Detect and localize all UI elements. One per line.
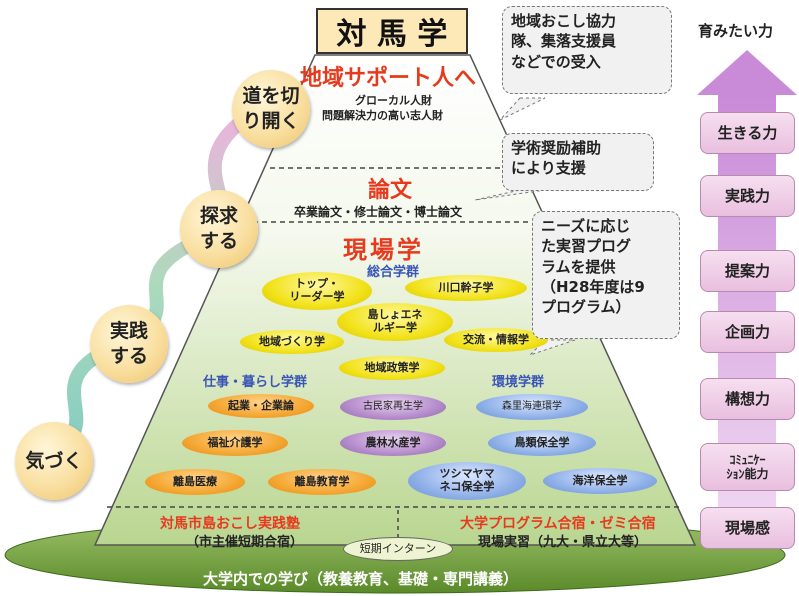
oval-tsushima-yamaneko: ツシマヤマ ネコ保全学 [408,462,526,500]
ability-arrow-head [697,50,797,95]
genba-label: 現場学 [343,236,424,264]
callout-support: 地域おこし協力 隊、集落支援員 などでの受入 [502,6,672,94]
ability-jissen: 実践力 [700,175,795,217]
oval-island-energy: 島しょエネ ルギー学 [337,303,453,341]
ronbun-sub: 卒業論文・修士論文・博士論文 [294,205,463,219]
title-box: 対 馬 学 [316,8,468,54]
ability-communication: ｺﾐｭﾆｹｰ ｼｮﾝ能力 [700,443,795,491]
oval-chiiki-seisaku: 地域政策学 [339,356,445,380]
intern-oval: 短期インターン [343,537,453,561]
base-left2: （市主催短期合宿） [186,535,304,550]
ronbun-label: 論文 [368,178,413,203]
oval-chiiki-zukuri: 地域づくり学 [240,330,344,354]
oval-top-leader: トップ・ リーダー学 [262,272,372,310]
ability-kikaku: 企画力 [700,311,795,353]
base-bottom: 大学内での学び（教養教育、基礎・専門講義） [203,570,519,588]
oval-koryu-joho: 交流・情報学 [444,328,548,352]
oval-kawaguchi: 川口幹子学 [405,275,527,301]
step-kizuku: 気づく [15,422,93,500]
oval-ritou-iryou: 離島医療 [145,469,245,495]
oval-morisato: 森里海連環学 [476,394,588,420]
oval-kaiyou: 海洋保全学 [543,468,657,494]
ability-teian: 提案力 [700,250,795,292]
ability-koso: 構想力 [700,378,795,420]
ability-ikiru: 生きる力 [700,112,795,154]
oval-kominka: 古民家再生学 [340,394,446,420]
oval-chorui: 鳥類保全学 [488,430,596,456]
group-shigoto: 仕事・暮らし学群 [203,375,308,390]
group-kankyo: 環境学群 [492,375,545,390]
oval-fukushi: 福祉介護学 [182,430,288,456]
growth-ribbon [48,108,257,457]
top-label: 地域サポート人へ [300,66,477,91]
abilities-title: 育みたい力 [698,22,774,40]
callout-pointer-1 [499,97,546,121]
top-sub2: 問題解決力の高い志人財 [322,109,443,122]
base-right1: 大学プログラム合宿・ゼミ合宿 [460,516,656,532]
title: 対 馬 学 [336,17,448,52]
oval-kigyo: 起業・企業論 [208,394,314,418]
callout-grant: 学術奨励補助 により支援 [502,133,654,191]
pyramid-body [93,54,697,546]
step-michi: 道を切 り開く [232,70,310,148]
group-sogo: 総合学群 [367,265,420,280]
base-right2: 現場実習（九大・県立大等） [478,535,648,550]
step-jissen: 実践 する [90,305,168,383]
ability-genba: 現場感 [700,507,795,549]
oval-norin: 農林水産学 [340,430,446,456]
top-sub1: グローカル人財 [355,94,432,107]
base-left1: 対馬市島おこし実践塾 [160,516,300,532]
callout-program: ニーズに応じ た実習プログ ラムを提供 （H28年度は9 プログラム） [532,211,680,339]
step-tankyu: 探求 する [180,190,258,268]
oval-ritou-kyouiku: 離島教育学 [268,469,376,495]
